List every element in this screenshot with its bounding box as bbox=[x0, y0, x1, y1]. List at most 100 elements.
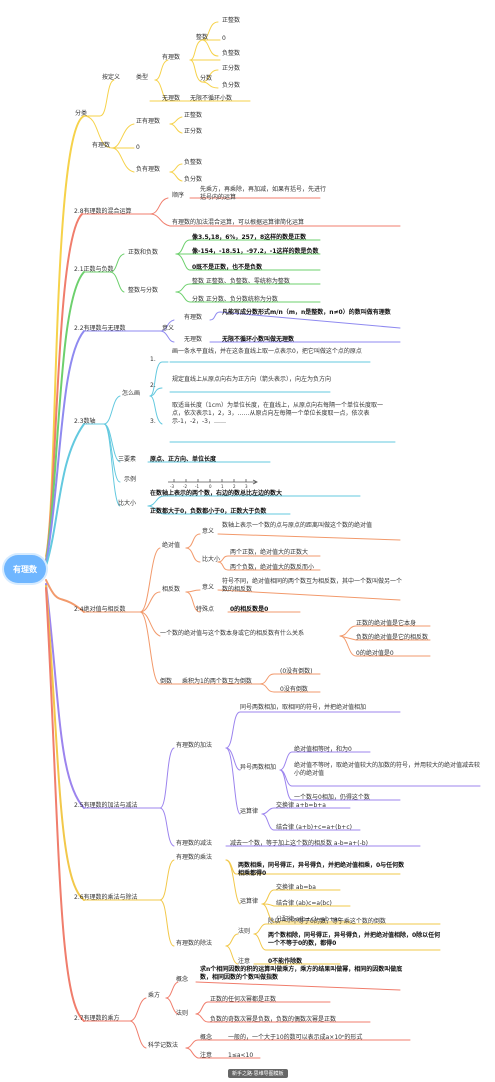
nr-fraction: 负分数 bbox=[184, 176, 203, 183]
addition-label: 有理数的加法 bbox=[176, 742, 213, 749]
power-label: 乘方 bbox=[148, 992, 161, 999]
fraction-definition: 分数 正分数、负分数统称为分数 bbox=[192, 296, 278, 303]
power-concept: 求n个相同因数的积的运算叫做乘方，乘方的结果叫做幂，相同的因数叫做底数，相同因数… bbox=[200, 966, 403, 981]
topic-power[interactable]: 2.7有理数的乘方 bbox=[74, 1015, 120, 1022]
order-label: 顺序 bbox=[172, 192, 185, 199]
nr-integer: 负整数 bbox=[184, 159, 203, 166]
step-1-text: 画一条水平直线，并在这条直线上取一点表示0，把它叫做这个点的原点 bbox=[172, 348, 362, 355]
add-zero-rule: 一个数与0相加，仍得这个数 bbox=[294, 794, 370, 801]
sci-note: 1≤a<10 bbox=[228, 1052, 254, 1059]
multiplication-rule: 两数相乘，同号得正，异号得负，并把绝对值相乘，0与任何数相乘都得0 bbox=[238, 862, 405, 877]
by-definition-label: 按定义 bbox=[102, 74, 121, 81]
example-label: 示例 bbox=[124, 476, 137, 483]
watermark: 新手之路·思维导图模板 bbox=[228, 1069, 288, 1078]
multiplication-label: 有理数的乘法 bbox=[176, 854, 213, 861]
power-rule-2: 负数的奇数次幂是负数，负数的偶数次幂是正数 bbox=[210, 1016, 337, 1023]
topic-classification[interactable]: 分类 bbox=[75, 110, 88, 117]
mult-commutative: 交换律 ab=ba bbox=[276, 884, 316, 891]
positive-examples: 像3.5,18，6%，257，8这样的数是正数 bbox=[192, 234, 307, 241]
negative-integer: 负整数 bbox=[222, 50, 241, 57]
topic-positive-negative[interactable]: 2.1正数与负数 bbox=[74, 266, 114, 273]
abs-meaning-label: 意义 bbox=[202, 528, 215, 535]
reciprocal-note-2: 0没有倒数 bbox=[280, 686, 308, 693]
abs-compare-1: 两个正数，绝对值大的正数大 bbox=[230, 549, 309, 556]
special-point: 0的相反数是0 bbox=[230, 606, 269, 613]
power-rule-label: 法则 bbox=[176, 1010, 189, 1017]
int-frac-label: 整数与分数 bbox=[128, 287, 159, 294]
positive-rational: 正有理数 bbox=[136, 118, 161, 125]
different-sign-rule-1: 绝对值相等时，和为0 bbox=[294, 746, 352, 753]
number-line bbox=[168, 479, 258, 485]
step-3-text: 取适当长度（1cm）为单位长度，在直线上，从原点向右每隔一个单位长度取一点，依次… bbox=[172, 402, 383, 425]
zero-node: 0 bbox=[222, 35, 226, 42]
rational-node: 有理数 bbox=[162, 54, 181, 61]
mult-associative: 结合律 (ab)c=a(bc) bbox=[276, 900, 332, 907]
topic-rational-irrational[interactable]: 2.2有理数与无理数 bbox=[74, 325, 126, 332]
step-2-number: 2. bbox=[150, 382, 156, 389]
sci-note-label: 注意 bbox=[200, 1052, 213, 1059]
fraction-node: 分数 bbox=[200, 75, 213, 82]
reciprocal-definition: 乘积为1的两个数互为倒数 bbox=[182, 678, 252, 685]
abs-rule-1: 正数的绝对值是它本身 bbox=[356, 620, 417, 627]
irrational-definition: 无限不循环小数叫做无理数 bbox=[222, 336, 295, 343]
compare-rule-1: 在数轴上表示的两个数，右边的数总比左边的数大 bbox=[150, 490, 283, 497]
negative-examples: 像-154，-18.51，-97.2，-1这样的数是负数 bbox=[192, 248, 319, 255]
topic-number-line[interactable]: 2.3数轴 bbox=[74, 418, 96, 425]
zero-note: 0既不是正数，也不是负数 bbox=[192, 264, 263, 271]
type-label: 类型 bbox=[136, 74, 149, 81]
compare-rule-2: 正数都大于0，负数都小于0，正数大于负数 bbox=[150, 508, 267, 515]
root-node[interactable]: 有理数 bbox=[4, 555, 46, 583]
topic-absolute-value[interactable]: 2.4绝对值与相反数 bbox=[74, 606, 126, 613]
topic-mixed-operations[interactable]: 2.8有理数的混合运算 bbox=[74, 208, 132, 215]
abs-rule-3: 0的绝对值是0 bbox=[356, 650, 394, 657]
abs-definition: 数轴上表示一个数的点与原点的距离叫做这个数的绝对值 bbox=[222, 522, 373, 529]
irrational-label: 无理数 bbox=[184, 336, 203, 343]
negative-fraction: 负分数 bbox=[222, 82, 241, 89]
mult-law-label: 运算律 bbox=[240, 898, 259, 905]
rational-label: 有理数 bbox=[184, 314, 203, 321]
different-sign-label: 异号两数相加 bbox=[240, 764, 277, 771]
integer-node: 整数 bbox=[196, 34, 209, 41]
division-rule-label: 法则 bbox=[238, 928, 251, 935]
step-1-number: 1. bbox=[150, 356, 156, 363]
opp-meaning-label: 意义 bbox=[202, 584, 215, 591]
tick-label: -1 bbox=[195, 484, 199, 489]
absolute-value-label: 绝对值 bbox=[162, 542, 181, 549]
rational-definition: 凡能写成分数形式m/n（m，n是整数，n≠0）的数叫做有理数 bbox=[222, 309, 391, 316]
step-3-number: 3. bbox=[150, 418, 156, 425]
subtraction-rule: 减去一个数，等于加上这个数的相反数 a-b=a+(-b) bbox=[230, 840, 368, 847]
abs-rule-2: 负数的绝对值是它的相反数 bbox=[356, 634, 429, 641]
topic-addition-subtraction[interactable]: 2.5有理数的加法与减法 bbox=[74, 802, 138, 809]
irrational-desc: 无限不循环小数 bbox=[190, 95, 233, 102]
same-sign-rule: 同号两数相加，取相同的符号，并把绝对值相加 bbox=[240, 704, 367, 711]
commutative-law: 交换律 a+b=b+a bbox=[276, 802, 326, 809]
tick-label: 3 bbox=[245, 484, 248, 489]
opposite-label: 相反数 bbox=[162, 586, 181, 593]
division-rule-2: 两个数相除，同号得正，异号得负，并把绝对值相除，0除以任何一个不等于0的数，都得… bbox=[268, 932, 441, 947]
rational-node-2: 有理数 bbox=[92, 142, 111, 149]
reciprocal-note-1: (0没有倒数) bbox=[280, 668, 313, 675]
opposite-definition: 符号不同，绝对值相同的两个数互为相反数，其中一个数叫做另一个数的相反数 bbox=[222, 578, 403, 593]
subtraction-label: 有理数的减法 bbox=[176, 840, 213, 847]
law-text: 有理数的加法混合运算，可以根据运算律简化运算 bbox=[172, 219, 305, 226]
division-note: 0不能作除数 bbox=[268, 958, 303, 965]
power-concept-label: 概念 bbox=[176, 976, 189, 983]
mult-distributive: 分配律 a(b+c)=ab+ac bbox=[276, 916, 341, 923]
irrational-node: 无理数 bbox=[162, 95, 181, 102]
tick-label: -3 bbox=[170, 484, 174, 489]
three-elements-label: 三要素 bbox=[118, 456, 137, 463]
pr-integer: 正整数 bbox=[184, 112, 203, 119]
topic-multiplication-division[interactable]: 2.6有理数的乘法与除法 bbox=[74, 894, 138, 901]
abs-relation-question: 一个数的绝对值与这个数本身或它的相反数有什么关系 bbox=[160, 630, 305, 637]
addition-law-label: 运算律 bbox=[240, 808, 259, 815]
meaning-label: 意义 bbox=[162, 325, 175, 332]
tick-label: -2 bbox=[183, 484, 187, 489]
division-note-label: 注意 bbox=[238, 958, 251, 965]
compare-label: 比大小 bbox=[118, 500, 137, 507]
order-text: 先乘方，再乘除，再加减，如果有括号，先进行括号内的运算 bbox=[200, 186, 327, 201]
zero-node-2: 0 bbox=[136, 144, 140, 151]
scientific-notation-label: 科学记数法 bbox=[148, 1042, 179, 1049]
division-label: 有理数的除法 bbox=[176, 940, 213, 947]
sci-concept-label: 概念 bbox=[200, 1034, 213, 1041]
